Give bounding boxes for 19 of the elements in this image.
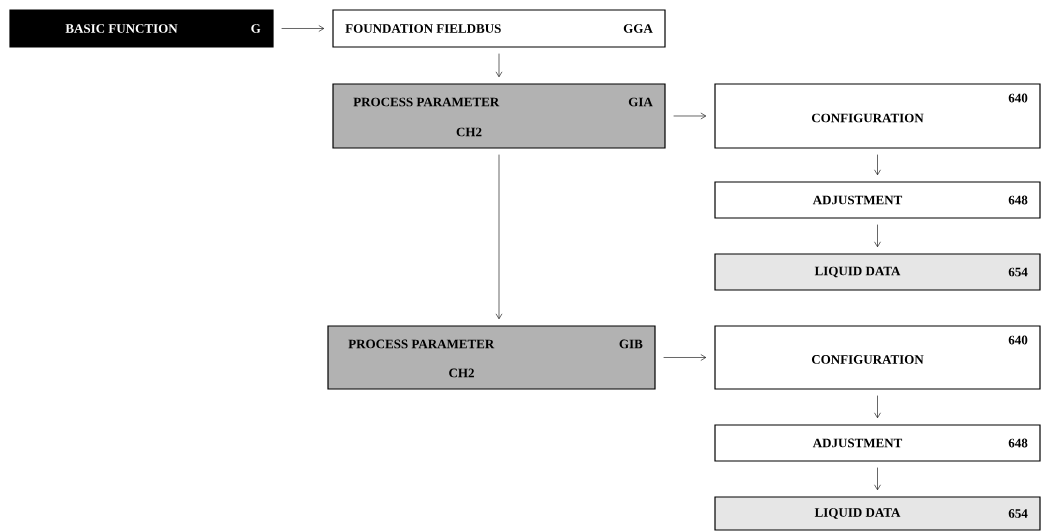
menu-box: PROCESS PARAMETER GIA CH2	[332, 83, 666, 149]
arrow	[874, 154, 881, 176]
arrow	[663, 354, 707, 361]
arrow	[495, 154, 503, 320]
arrow	[673, 112, 707, 120]
menu-box: FOUNDATION FIELDBUS GGA	[332, 9, 666, 48]
menu-box: PROCESS PARAMETER GIB CH2	[327, 325, 656, 390]
arrow	[874, 467, 881, 491]
arrow	[495, 53, 503, 78]
menu-box: LIQUID DATA 654	[714, 253, 1041, 291]
arrow	[281, 25, 325, 32]
menu-box: LIQUID DATA 654	[714, 496, 1041, 531]
menu-box: ADJUSTMENT 648	[714, 181, 1041, 219]
menu-box: ADJUSTMENT 648	[714, 424, 1041, 462]
menu-box: CONFIGURATION 640	[714, 83, 1041, 149]
menu-box: CONFIGURATION 640	[714, 325, 1041, 390]
menu-box: BASIC FUNCTION G	[9, 9, 274, 48]
arrow	[874, 395, 881, 419]
arrow	[874, 224, 881, 248]
